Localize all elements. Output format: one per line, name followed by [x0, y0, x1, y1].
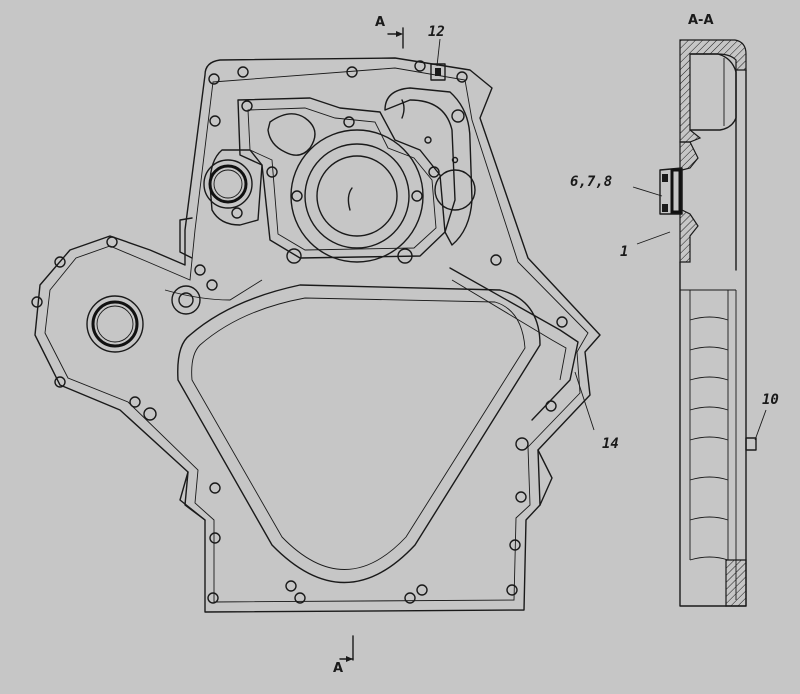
oil-mark: [401, 99, 405, 119]
leader-lines: [436, 38, 767, 441]
bolt-hole: [241, 100, 253, 112]
bolt-hole: [414, 60, 426, 72]
bolt-hole: [209, 115, 221, 127]
bolt-hole: [208, 73, 220, 85]
bolt-hole: [207, 592, 219, 604]
part-10-plug: [745, 437, 757, 451]
bolt-hole: [194, 264, 206, 276]
left-lower-tab: [179, 471, 206, 521]
right-boss-hole: [451, 109, 465, 123]
cam-bore: [96, 305, 134, 343]
bolt-hole: [206, 279, 218, 291]
section-upper-bore: [689, 53, 737, 131]
bolt-hole: [209, 532, 221, 544]
lobe-rib: [164, 279, 263, 301]
left-pocket: [209, 149, 263, 226]
callout-1: 1: [620, 244, 628, 260]
bolt-hole: [231, 207, 243, 219]
bolt-hole: [54, 376, 66, 388]
bolt-hole: [509, 539, 521, 551]
bolt-hole: [515, 491, 527, 503]
bolt-hole: [294, 592, 306, 604]
bolt-hole: [54, 256, 66, 268]
bolt-hole: [346, 66, 358, 78]
bolt-hole: [556, 316, 568, 328]
bolt-hole: [397, 248, 413, 264]
crank-bore-seat: [304, 143, 410, 249]
callout-12: 12: [428, 24, 445, 40]
bolt-hole: [291, 190, 303, 202]
cam-boss-outer: [86, 295, 144, 353]
upper-housing: [237, 97, 446, 259]
bolt-hole: [411, 190, 423, 202]
bolt-hole: [266, 166, 278, 178]
section-view: [659, 39, 757, 607]
crank-mark: [347, 187, 353, 211]
crank-bore-outer: [290, 129, 424, 263]
small-hole-a: [424, 136, 432, 144]
central-cavity: [177, 284, 541, 584]
section-bottom-cap: [725, 559, 747, 607]
section-lower-body: [679, 261, 727, 607]
right-rib: [449, 267, 579, 421]
callout-6-7-8: 6,7,8: [570, 174, 612, 190]
bolt-holes: [31, 60, 568, 604]
bolt-hole: [428, 166, 440, 178]
section-pockets: [689, 316, 729, 561]
bolt-hole: [209, 482, 221, 494]
small-hole-b: [451, 156, 459, 164]
cam-seal: [91, 300, 139, 348]
callout-10: 10: [762, 392, 779, 408]
filter-boss-outer: [203, 159, 253, 209]
cut-label-bottom: A: [333, 661, 343, 676]
bolt-hole: [285, 580, 297, 592]
left-upper-tab: [179, 217, 193, 259]
bolt-hole: [456, 71, 468, 83]
bolt-hole: [515, 437, 529, 451]
callout-14: 14: [602, 436, 619, 452]
bolt-hole: [143, 407, 157, 421]
seal-lip-bottom: [662, 204, 668, 212]
bolt-hole: [129, 396, 141, 408]
bolt-hole: [506, 584, 518, 596]
upper-housing-inner: [247, 107, 437, 251]
bolt-hole: [106, 236, 118, 248]
idler-boss: [171, 285, 201, 315]
filter-seal: [208, 164, 248, 204]
cut-label-top: A: [375, 15, 385, 30]
crank-bore-inner: [316, 155, 398, 237]
bolt-hole: [343, 116, 355, 128]
cover-inner-flange: [44, 67, 589, 603]
seal-case: [670, 168, 682, 214]
bolt-hole: [286, 248, 302, 264]
right-lower-tab: [537, 449, 553, 506]
section-seal-boss: [679, 141, 699, 263]
seal-lip-top: [662, 174, 668, 182]
bolt-hole: [545, 400, 557, 412]
bolt-hole: [237, 66, 249, 78]
bolt-hole: [404, 592, 416, 604]
right-boss: [434, 169, 476, 211]
idler-hole: [178, 292, 194, 308]
bolt-hole: [416, 584, 428, 596]
section-cut-bottom: [339, 635, 354, 662]
central-cavity-inner: [191, 297, 526, 570]
cover-outline: [34, 57, 601, 613]
right-rib-inner: [451, 279, 567, 381]
section-cut-top: [387, 27, 404, 49]
right-pocket: [384, 87, 473, 246]
part-12-fitting: [430, 63, 446, 81]
front-view: [31, 57, 601, 613]
filter-bore: [213, 169, 243, 199]
bolt-hole: [490, 254, 502, 266]
left-curl-cavity: [267, 113, 316, 156]
bolt-hole: [31, 296, 43, 308]
section-title: A-A: [688, 13, 714, 28]
